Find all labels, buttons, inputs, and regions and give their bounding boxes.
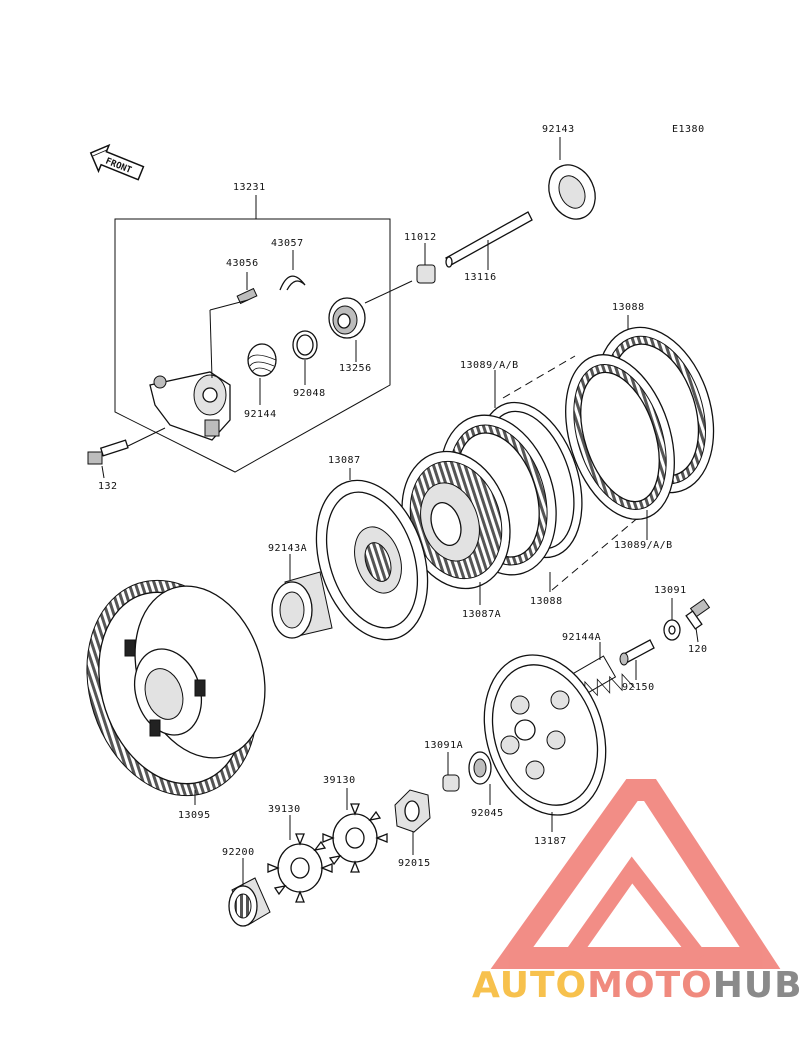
label-43056: 43056 [226, 258, 259, 269]
label-43057: 43057 [271, 238, 304, 249]
label-13088-bottom: 13088 [530, 596, 563, 607]
push-rod-13116 [445, 211, 533, 270]
label-92150: 92150 [622, 682, 655, 693]
label-92015: 92015 [398, 858, 431, 869]
label-92045: 92045 [471, 808, 504, 819]
label-13095: 13095 [178, 810, 211, 821]
clutch-housing-13095 [86, 579, 266, 805]
watermark-auto: AUTO [472, 965, 587, 1006]
label-92048: 92048 [293, 388, 326, 399]
label-13116: 13116 [464, 272, 497, 283]
assembly-bracket-13231 [114, 195, 391, 473]
label-13256: 13256 [339, 363, 372, 374]
watermark-moto: MOTO [587, 965, 713, 1006]
label-11012: 11012 [404, 232, 437, 243]
bushing-11012 [416, 243, 436, 284]
bleeder-43056 [236, 272, 258, 305]
ring-92048 [292, 330, 318, 385]
label-39130-b: 39130 [268, 804, 301, 815]
label-132: 132 [98, 481, 118, 492]
label-13089-ab-top: 13089/A/B [460, 360, 519, 371]
label-13091: 13091 [654, 585, 687, 596]
bearing-92045 [468, 751, 492, 805]
stud-92150 [619, 639, 655, 680]
label-120: 120 [688, 644, 708, 655]
watermark-text: AUTOMOTOHUB [472, 965, 800, 1006]
clip-43057 [279, 250, 306, 291]
watermark-logo-icon [490, 779, 781, 969]
label-39130-a: 39130 [323, 775, 356, 786]
slave-cylinder [149, 299, 249, 441]
label-92144a: 92144A [562, 632, 601, 643]
label-13091a: 13091A [424, 740, 463, 751]
washer-13091 [663, 598, 681, 641]
bolt-120 [685, 598, 711, 643]
needle-bearing-92200 [228, 858, 271, 927]
label-13231: 13231 [233, 182, 266, 193]
lock-washer-39130-a [322, 788, 388, 873]
label-13087a: 13087A [462, 609, 501, 620]
label-92200: 92200 [222, 847, 255, 858]
label-92143a: 92143A [268, 543, 307, 554]
nut-92015 [394, 789, 431, 855]
boot-92144 [247, 343, 277, 405]
label-13187: 13187 [534, 836, 567, 847]
lock-washer-39130-b [267, 815, 333, 903]
pressure-plate-13187 [483, 654, 607, 832]
clutch-plate-13087 [315, 468, 429, 641]
label-92144: 92144 [244, 409, 277, 420]
label-92143: 92143 [542, 124, 575, 135]
diagram-id: E1380 [672, 124, 705, 135]
bearing-13256 [328, 297, 366, 362]
collar-92143a [271, 554, 333, 639]
label-13088-top: 13088 [612, 302, 645, 313]
label-13087: 13087 [328, 455, 361, 466]
label-13089-ab-bottom: 13089/A/B [614, 540, 673, 551]
clutch-hub-13087a [401, 450, 511, 605]
collar-13091a [442, 752, 460, 792]
watermark-hub: HUB [713, 965, 800, 1006]
bolt-132 [87, 427, 166, 479]
svg-text:AUTOMOTOHUB: AUTOMOTOHUB [472, 965, 800, 1006]
friction-plate-13089-right [565, 354, 675, 540]
front-arrow-icon: FRONT [89, 143, 145, 181]
seal-92143 [548, 137, 596, 220]
